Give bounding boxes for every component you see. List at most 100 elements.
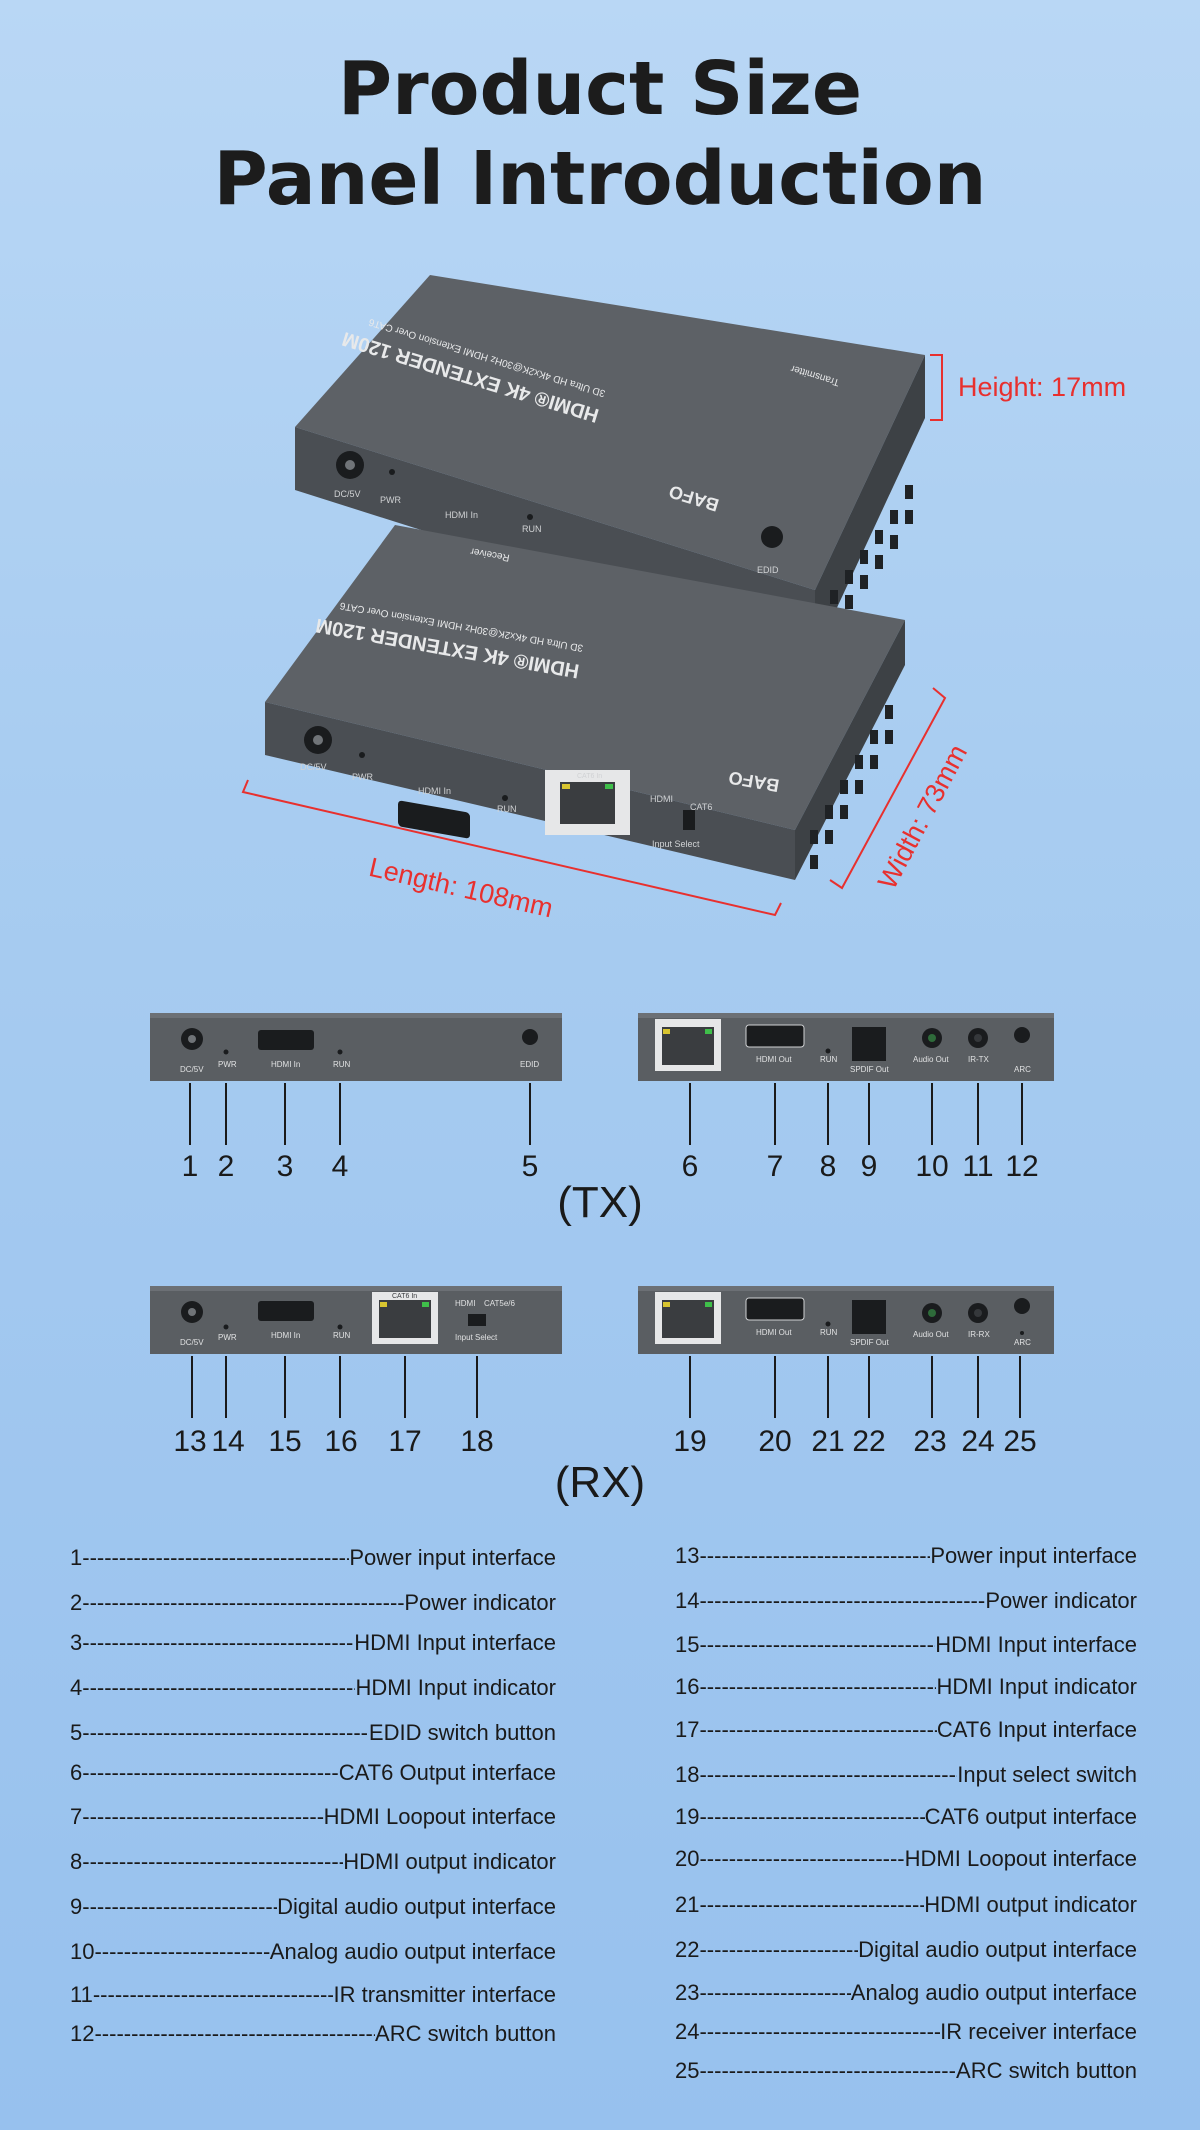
rx-rear-panel: HDMI Out RUN SPDIF Out Audio Out IR-RX A… xyxy=(638,1286,1054,1354)
svg-text:EDID: EDID xyxy=(757,565,779,575)
rx-number-14: 14 xyxy=(211,1425,245,1458)
rx-number-25: 25 xyxy=(1003,1425,1037,1458)
legend-item: 4---------------------------------------… xyxy=(70,1675,556,1700)
svg-text:DC/5V: DC/5V xyxy=(180,1338,204,1347)
legend-item: 2---------------------------------------… xyxy=(70,1590,556,1615)
legend-item: 3---------------------------------------… xyxy=(70,1630,556,1655)
svg-text:CAT6 In: CAT6 In xyxy=(577,773,602,780)
rx-number-22: 22 xyxy=(852,1425,886,1458)
rx-number-16: 16 xyxy=(324,1425,358,1458)
svg-text:Audio Out: Audio Out xyxy=(913,1055,949,1064)
legend-item: 19--------------------------------------… xyxy=(675,1804,1137,1829)
svg-text:EDID: EDID xyxy=(520,1060,539,1069)
svg-text:RUN: RUN xyxy=(333,1331,351,1340)
legend-item: 25--------------------------------------… xyxy=(675,2058,1137,2083)
legend-item: 15--------------------------------------… xyxy=(675,1632,1137,1657)
svg-text:HDMI: HDMI xyxy=(650,794,673,804)
legend-item: 21--------------------------------------… xyxy=(675,1892,1137,1917)
rx-number-20: 20 xyxy=(758,1425,792,1458)
legend-item: 8---------------------------------------… xyxy=(70,1849,556,1874)
rx-number-13: 13 xyxy=(173,1425,207,1458)
svg-text:CAT6 In: CAT6 In xyxy=(392,1293,417,1300)
legend-item: 22--------------------------------------… xyxy=(675,1937,1137,1962)
rx-panels: DC/5V PWR HDMI In RUN CAT6 In HDMI CAT5e… xyxy=(150,1286,1054,1418)
svg-text:Input Select: Input Select xyxy=(455,1333,498,1342)
rx-section-label: (RX) xyxy=(554,1458,646,1507)
legend-item: 9---------------------------------------… xyxy=(70,1894,556,1919)
svg-text:HDMI: HDMI xyxy=(455,1299,475,1308)
svg-text:HDMI In: HDMI In xyxy=(271,1060,300,1069)
legend-item: 16--------------------------------------… xyxy=(675,1674,1137,1699)
legend-item: 23--------------------------------------… xyxy=(675,1980,1137,2005)
svg-text:RUN: RUN xyxy=(522,524,542,534)
svg-text:PWR: PWR xyxy=(218,1333,237,1342)
svg-text:HDMI Out: HDMI Out xyxy=(756,1055,792,1064)
svg-text:Input Select: Input Select xyxy=(652,839,700,849)
svg-text:HDMI In: HDMI In xyxy=(271,1331,300,1340)
svg-text:RUN: RUN xyxy=(820,1328,838,1337)
legend-item: 13--------------------------------------… xyxy=(675,1543,1137,1568)
rx-number-17: 17 xyxy=(388,1425,422,1458)
legend-item: 17--------------------------------------… xyxy=(675,1717,1137,1742)
tx-number-5: 5 xyxy=(521,1150,539,1183)
receiver-box: DC/5V PWR HDMI In RUN CAT6 In HDMI CAT6 … xyxy=(265,525,905,880)
svg-text:SPDIF Out: SPDIF Out xyxy=(850,1065,889,1074)
tx-number-2: 2 xyxy=(217,1150,235,1183)
legend-item: 10--------------------------------------… xyxy=(70,1939,556,1964)
tx-number-11: 11 xyxy=(962,1150,994,1183)
svg-text:IR-TX: IR-TX xyxy=(968,1055,990,1064)
legend-item: 18--------------------------------------… xyxy=(675,1762,1137,1787)
tx-number-1: 1 xyxy=(181,1150,199,1183)
svg-text:RUN: RUN xyxy=(497,804,517,814)
tx-dc-label: DC/5V xyxy=(334,489,361,499)
title-line-1: Product Size xyxy=(337,46,863,132)
svg-text:HDMI Out: HDMI Out xyxy=(756,1328,792,1337)
tx-number-10: 10 xyxy=(915,1150,949,1183)
legend-item: 24--------------------------------------… xyxy=(675,2019,1137,2044)
svg-text:DC/5V: DC/5V xyxy=(180,1065,204,1074)
svg-text:HDMI In: HDMI In xyxy=(418,786,451,796)
tx-number-4: 4 xyxy=(331,1150,349,1183)
svg-text:CAT6: CAT6 xyxy=(690,802,712,812)
rx-number-15: 15 xyxy=(268,1425,302,1458)
svg-text:SPDIF Out: SPDIF Out xyxy=(850,1338,889,1347)
rx-number-24: 24 xyxy=(961,1425,995,1458)
svg-text:PWR: PWR xyxy=(380,495,401,505)
svg-text:HDMI In: HDMI In xyxy=(445,510,478,520)
svg-text:DC/5V: DC/5V xyxy=(300,762,327,772)
legend-item: 20--------------------------------------… xyxy=(675,1846,1137,1871)
legend-item: 5---------------------------------------… xyxy=(70,1720,556,1745)
legend-item: 12--------------------------------------… xyxy=(70,2021,556,2046)
tx-rear-panel: HDMI Out RUN SPDIF Out Audio Out IR-TX A… xyxy=(638,1013,1054,1081)
rx-number-23: 23 xyxy=(913,1425,947,1458)
svg-text:IR-RX: IR-RX xyxy=(968,1330,990,1339)
tx-number-8: 8 xyxy=(819,1150,837,1183)
tx-front-panel: DC/5V PWR HDMI In RUN EDID xyxy=(150,1013,562,1081)
svg-text:RUN: RUN xyxy=(820,1055,838,1064)
legend-item: 7---------------------------------------… xyxy=(70,1804,556,1829)
legend-item: 1---------------------------------------… xyxy=(70,1545,556,1570)
title-line-2: Panel Introduction xyxy=(213,136,987,222)
tx-number-12: 12 xyxy=(1005,1150,1039,1183)
tx-number-3: 3 xyxy=(276,1150,294,1183)
legend-item: 14--------------------------------------… xyxy=(675,1588,1137,1613)
svg-text:Audio Out: Audio Out xyxy=(913,1330,949,1339)
rx-number-18: 18 xyxy=(460,1425,494,1458)
svg-text:RUN: RUN xyxy=(333,1060,351,1069)
svg-text:PWR: PWR xyxy=(218,1060,237,1069)
svg-text:ARC: ARC xyxy=(1014,1065,1031,1074)
svg-text:CAT5e/6: CAT5e/6 xyxy=(484,1299,516,1308)
legend-item: 11--------------------------------------… xyxy=(70,1982,556,2007)
legend-item: 6---------------------------------------… xyxy=(70,1760,556,1785)
rx-front-panel: DC/5V PWR HDMI In RUN CAT6 In HDMI CAT5e… xyxy=(150,1286,562,1354)
rx-number-19: 19 xyxy=(673,1425,707,1458)
tx-number-6: 6 xyxy=(681,1150,699,1183)
tx-panels: DC/5V PWR HDMI In RUN EDID HDMI Out RUN … xyxy=(150,1013,1054,1145)
product-3d-illustration: DC/5V PWR HDMI In RUN EDID HDMI® 4K EXTE… xyxy=(241,275,947,917)
tx-number-9: 9 xyxy=(860,1150,878,1183)
height-dimension-label: Height: 17mm xyxy=(958,372,1127,402)
svg-text:ARC: ARC xyxy=(1014,1338,1031,1347)
tx-section-label: (TX) xyxy=(557,1178,643,1227)
rx-number-21: 21 xyxy=(811,1425,845,1458)
svg-text:PWR: PWR xyxy=(352,772,373,782)
